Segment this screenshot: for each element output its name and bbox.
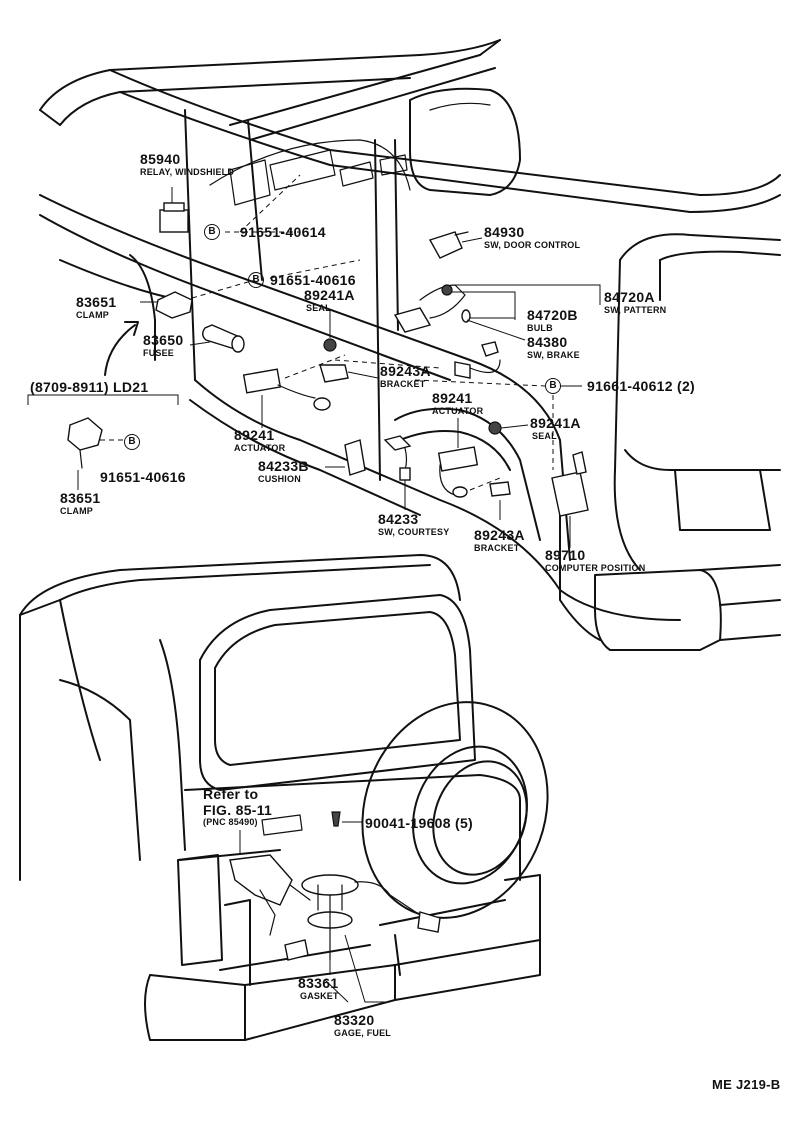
part-number-89710: 89710 <box>545 547 586 563</box>
fuel-gage-part <box>301 874 359 896</box>
pattern-switch-part <box>441 284 453 296</box>
part-name-bracket-top: BRACKET <box>380 379 426 389</box>
bolt-badge-icon: B <box>204 224 220 240</box>
clamp-part <box>155 291 193 319</box>
part-name-gasket: GASKET <box>300 991 339 1001</box>
part-number-89241-left: 89241 <box>234 427 275 443</box>
seal-part <box>323 338 337 352</box>
bolt-part <box>331 811 341 827</box>
part-name-actuator-center: ACTUATOR <box>432 406 484 416</box>
part-number-83320: 83320 <box>334 1012 375 1028</box>
courtesy-switch-part <box>383 435 412 451</box>
part-number-85940: 85940 <box>140 151 181 167</box>
reference-note-line2: FIG. 85-11 <box>203 802 273 818</box>
part-number-90041: 90041-19608 (5) <box>365 815 474 831</box>
part-number-91651-40616-inset: 91651-40616 <box>100 469 186 485</box>
part-number-83361: 83361 <box>298 975 339 991</box>
part-name-brake-switch: SW, BRAKE <box>527 350 580 360</box>
part-name-clamp-bottom: CLAMP <box>60 506 93 516</box>
cushion-part <box>344 439 366 476</box>
part-number-84720A: 84720A <box>604 289 655 305</box>
part-name-bracket-bottom: BRACKET <box>474 543 520 553</box>
brake-switch-part <box>481 341 499 357</box>
part-number-83651-bottom: 83651 <box>60 490 101 506</box>
computer-position-part <box>551 471 589 517</box>
part-number-89241A-right: 89241A <box>530 415 581 431</box>
bolt-callout-91651-40614: B 91651-40614 <box>204 224 326 240</box>
bolt-badge-icon: B <box>124 434 140 450</box>
bolt-badge-icon: B <box>545 378 561 394</box>
diagram-id-code: ME J219-B <box>712 1077 781 1092</box>
part-number-84380: 84380 <box>527 334 568 350</box>
part-number-83650: 83650 <box>143 332 184 348</box>
part-number-89243A-bottom: 89243A <box>474 527 525 543</box>
lower-parts <box>229 811 441 1003</box>
bulb-part <box>461 309 471 323</box>
part-name-clamp-top: CLAMP <box>76 310 109 320</box>
part-number-91651-40614: 91651-40614 <box>240 224 326 240</box>
reference-note-line1: Refer to <box>203 786 259 802</box>
bolt-callout-91661-40612: B 91661-40612 (2) <box>545 378 695 394</box>
part-number-91661-40612: 91661-40612 (2) <box>587 378 696 394</box>
part-name-cushion: CUSHION <box>258 474 301 484</box>
part-name-fuel-gage: GAGE, FUEL <box>334 1028 392 1038</box>
lower-vehicle-body <box>19 554 541 1041</box>
part-number-84720B: 84720B <box>527 307 578 323</box>
part-number-89241A-top: 89241A <box>304 287 355 303</box>
actuator-center-part <box>437 446 479 472</box>
bracket-part <box>319 364 349 383</box>
actuator-part <box>242 368 282 394</box>
relay-windshield-part <box>159 209 189 233</box>
part-name-computer-position: COMPUTER POSITION <box>545 563 646 573</box>
part-number-83651-top: 83651 <box>76 294 117 310</box>
part-name-seal-top: SEAL <box>306 303 331 313</box>
range-note: (8709-8911) LD21 <box>30 379 149 395</box>
part-number-84233B: 84233B <box>258 458 309 474</box>
part-name-bulb: BULB <box>527 323 553 333</box>
upper-parts <box>140 174 601 548</box>
part-number-91651-40616: 91651-40616 <box>270 272 356 288</box>
part-name-fusee: FUSEE <box>143 348 175 358</box>
part-name-seal-right: SEAL <box>532 431 557 441</box>
part-number-89243A-top: 89243A <box>380 363 431 379</box>
part-name-courtesy-switch: SW, COURTESY <box>378 527 450 537</box>
part-name-actuator-left: ACTUATOR <box>234 443 286 453</box>
reference-note-line3: (PNC 85490) <box>203 817 258 827</box>
part-name-door-control: SW, DOOR CONTROL <box>484 240 581 250</box>
part-number-89241-center: 89241 <box>432 390 473 406</box>
part-name-pattern-switch: SW, PATTERN <box>604 305 667 315</box>
door-control-switch-part <box>428 231 463 259</box>
upper-vehicle-body <box>39 39 781 651</box>
bolt-badge-icon: B <box>248 272 264 288</box>
inset-clamp-variant <box>27 321 179 490</box>
part-number-84233: 84233 <box>378 511 419 527</box>
bolt-callout-inset: B <box>124 434 144 450</box>
part-name-relay-windshield: RELAY, WINDSHIELD <box>140 167 235 177</box>
part-number-84930: 84930 <box>484 224 525 240</box>
bolt-callout-91651-40616: B 91651-40616 <box>248 272 356 288</box>
